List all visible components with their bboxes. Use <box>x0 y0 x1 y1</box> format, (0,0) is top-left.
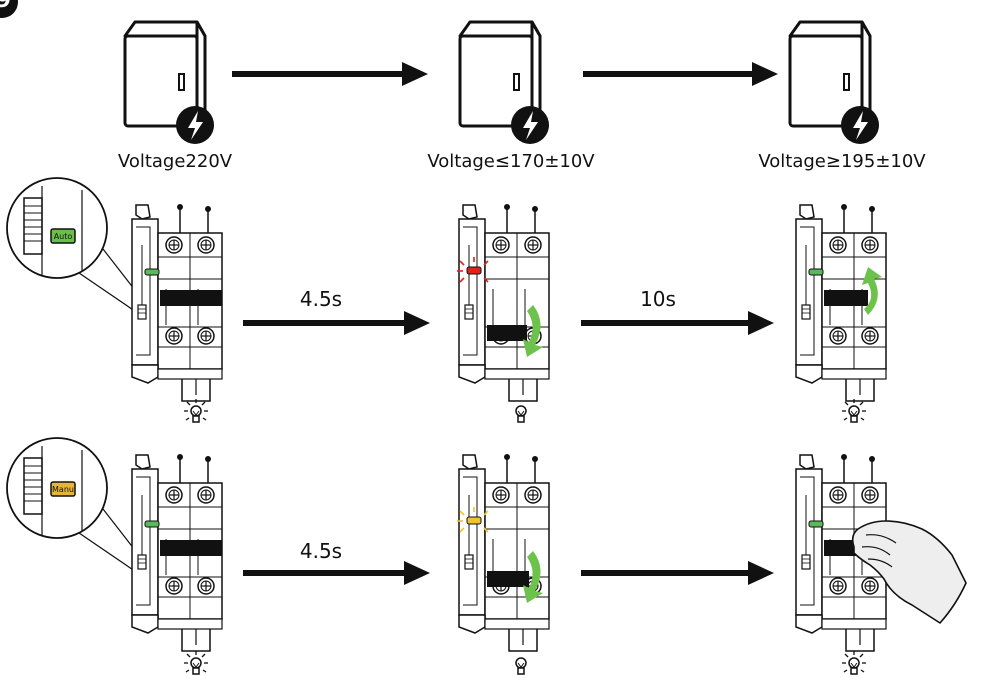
arrow-right-icon <box>243 311 430 335</box>
cabinet-icon <box>123 20 216 146</box>
arrow-right-icon <box>581 311 774 335</box>
curved-arrow-icon <box>862 267 882 315</box>
auto-mode-callout: Auto <box>6 177 153 319</box>
hand-icon <box>851 520 967 624</box>
manu-badge <box>50 481 76 497</box>
arrow-right-icon <box>583 62 778 86</box>
green-indicator <box>808 520 824 528</box>
breaker-manual-reset <box>796 454 967 675</box>
voltage-label-3: Voltage≥195±10V <box>758 151 926 172</box>
delay-label-auto-2: 10s <box>640 287 676 311</box>
bulb-icon <box>848 657 860 675</box>
manual-mode-callout: Manu <box>6 437 153 579</box>
breaker-handle <box>487 571 529 587</box>
auto-badge <box>50 228 76 244</box>
green-indicator <box>144 268 160 276</box>
cabinet-stage-1: Voltage220V <box>118 20 233 172</box>
step-number: 9 <box>0 0 11 13</box>
bulb-icon <box>515 405 527 423</box>
curved-arrow-icon <box>523 305 543 357</box>
breaker-handle <box>487 325 527 341</box>
curved-arrow-icon <box>523 551 543 603</box>
arrow-right-icon <box>232 62 428 86</box>
breaker-handle <box>160 290 222 306</box>
breaker-manual-initial <box>132 454 222 675</box>
delay-label-auto-1: 4.5s <box>300 287 342 311</box>
green-indicator <box>808 268 824 276</box>
cabinet-stage-2: Voltage≤170±10V <box>427 20 595 172</box>
bulb-icon <box>848 405 860 423</box>
breaker-handle <box>824 290 868 306</box>
delay-label-manual-1: 4.5s <box>300 539 342 563</box>
breaker-manual-tripped <box>457 454 549 675</box>
green-indicator <box>144 520 160 528</box>
arrow-right-icon <box>581 561 774 585</box>
arrow-right-icon <box>243 561 430 585</box>
yellow-indicator <box>457 507 489 533</box>
voltage-label-2: Voltage≤170±10V <box>427 151 595 172</box>
breaker-auto-initial <box>132 204 222 423</box>
bulb-icon <box>515 657 527 675</box>
auto-badge-label: Auto <box>54 232 73 241</box>
breaker-auto-tripped <box>457 204 549 423</box>
red-indicator <box>457 257 489 283</box>
cabinet-stage-3: Voltage≥195±10V <box>758 20 926 172</box>
voltage-label-1: Voltage220V <box>118 151 233 172</box>
manu-badge-label: Manu <box>52 485 74 494</box>
bulb-icon <box>190 657 202 675</box>
bulb-icon <box>190 405 202 423</box>
cabinet-icon <box>458 20 551 146</box>
breaker-handle <box>160 540 222 556</box>
cabinet-icon <box>788 20 881 146</box>
breaker-auto-restored <box>796 204 886 423</box>
